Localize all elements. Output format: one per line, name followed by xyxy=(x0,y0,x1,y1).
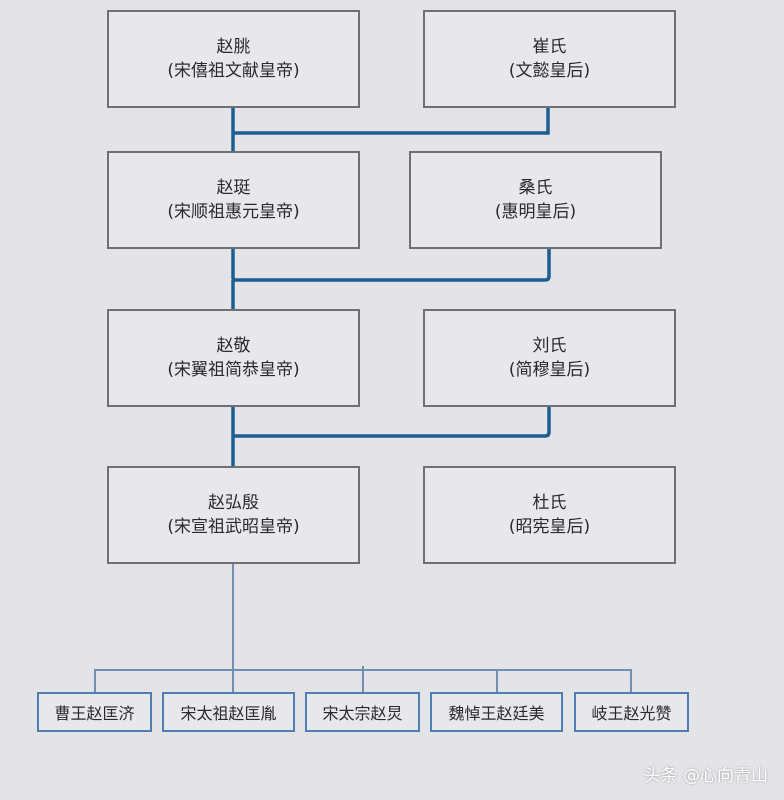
consort-box-gen4: 杜氏 (昭宪皇后) xyxy=(423,466,676,564)
consort-name: 崔氏 xyxy=(532,37,567,57)
connector-children xyxy=(94,563,632,692)
child-box: 魏悼王赵廷美 xyxy=(430,692,563,732)
connector-gen3 xyxy=(231,407,551,466)
consort-title: (昭宪皇后) xyxy=(508,517,591,537)
ancestor-title: (宋顺祖惠元皇帝) xyxy=(167,202,300,222)
child-box: 岐王赵光赞 xyxy=(574,692,689,732)
watermark: 头条 @心向青山 xyxy=(643,766,768,786)
ancestor-title: (宋宣祖武昭皇帝) xyxy=(167,517,300,537)
consort-title: (惠明皇后) xyxy=(494,202,577,222)
consort-title: (文懿皇后) xyxy=(508,61,591,81)
consort-name: 桑氏 xyxy=(518,178,553,198)
consort-box-gen3: 刘氏 (简穆皇后) xyxy=(423,309,676,407)
consort-name: 刘氏 xyxy=(532,336,567,356)
consort-box-gen1: 崔氏 (文懿皇后) xyxy=(423,10,676,108)
ancestor-name: 赵敬 xyxy=(216,336,251,356)
ancestor-box-gen4: 赵弘殷 (宋宣祖武昭皇帝) xyxy=(107,466,360,564)
child-box: 曹王赵匡济 xyxy=(37,692,152,732)
consort-title: (简穆皇后) xyxy=(508,360,591,380)
ancestor-box-gen2: 赵珽 (宋顺祖惠元皇帝) xyxy=(107,151,360,249)
consort-box-gen2: 桑氏 (惠明皇后) xyxy=(409,151,662,249)
ancestor-name: 赵朓 xyxy=(216,37,251,57)
ancestor-name: 赵珽 xyxy=(216,178,251,198)
ancestor-title: (宋翼祖简恭皇帝) xyxy=(167,360,300,380)
child-box: 宋太祖赵匡胤 xyxy=(162,692,295,732)
ancestor-title: (宋僖祖文献皇帝) xyxy=(167,61,300,81)
ancestor-name: 赵弘殷 xyxy=(208,493,259,513)
connector-gen1 xyxy=(231,107,550,151)
child-box: 宋太宗赵炅 xyxy=(305,692,420,732)
ancestor-box-gen3: 赵敬 (宋翼祖简恭皇帝) xyxy=(107,309,360,407)
connector-gen2 xyxy=(231,248,551,309)
ancestor-box-gen1: 赵朓 (宋僖祖文献皇帝) xyxy=(107,10,360,108)
consort-name: 杜氏 xyxy=(532,493,567,513)
